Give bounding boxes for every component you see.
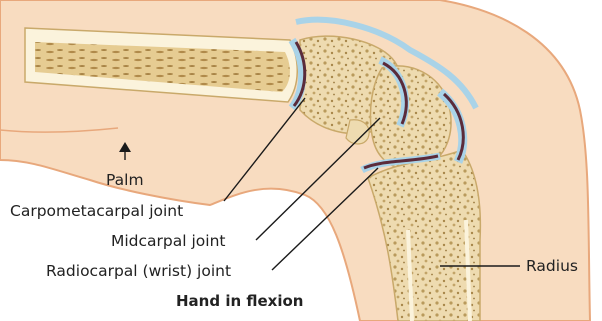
label-radius: Radius [526, 257, 578, 275]
label-palm: Palm [106, 171, 144, 189]
label-radiocarpal-joint: Radiocarpal (wrist) joint [46, 262, 231, 280]
label-midcarpal-joint: Midcarpal joint [111, 232, 225, 250]
caption-hand-in-flexion: Hand in flexion [176, 292, 303, 310]
label-carpometacarpal-joint: Carpometacarpal joint [10, 202, 183, 220]
